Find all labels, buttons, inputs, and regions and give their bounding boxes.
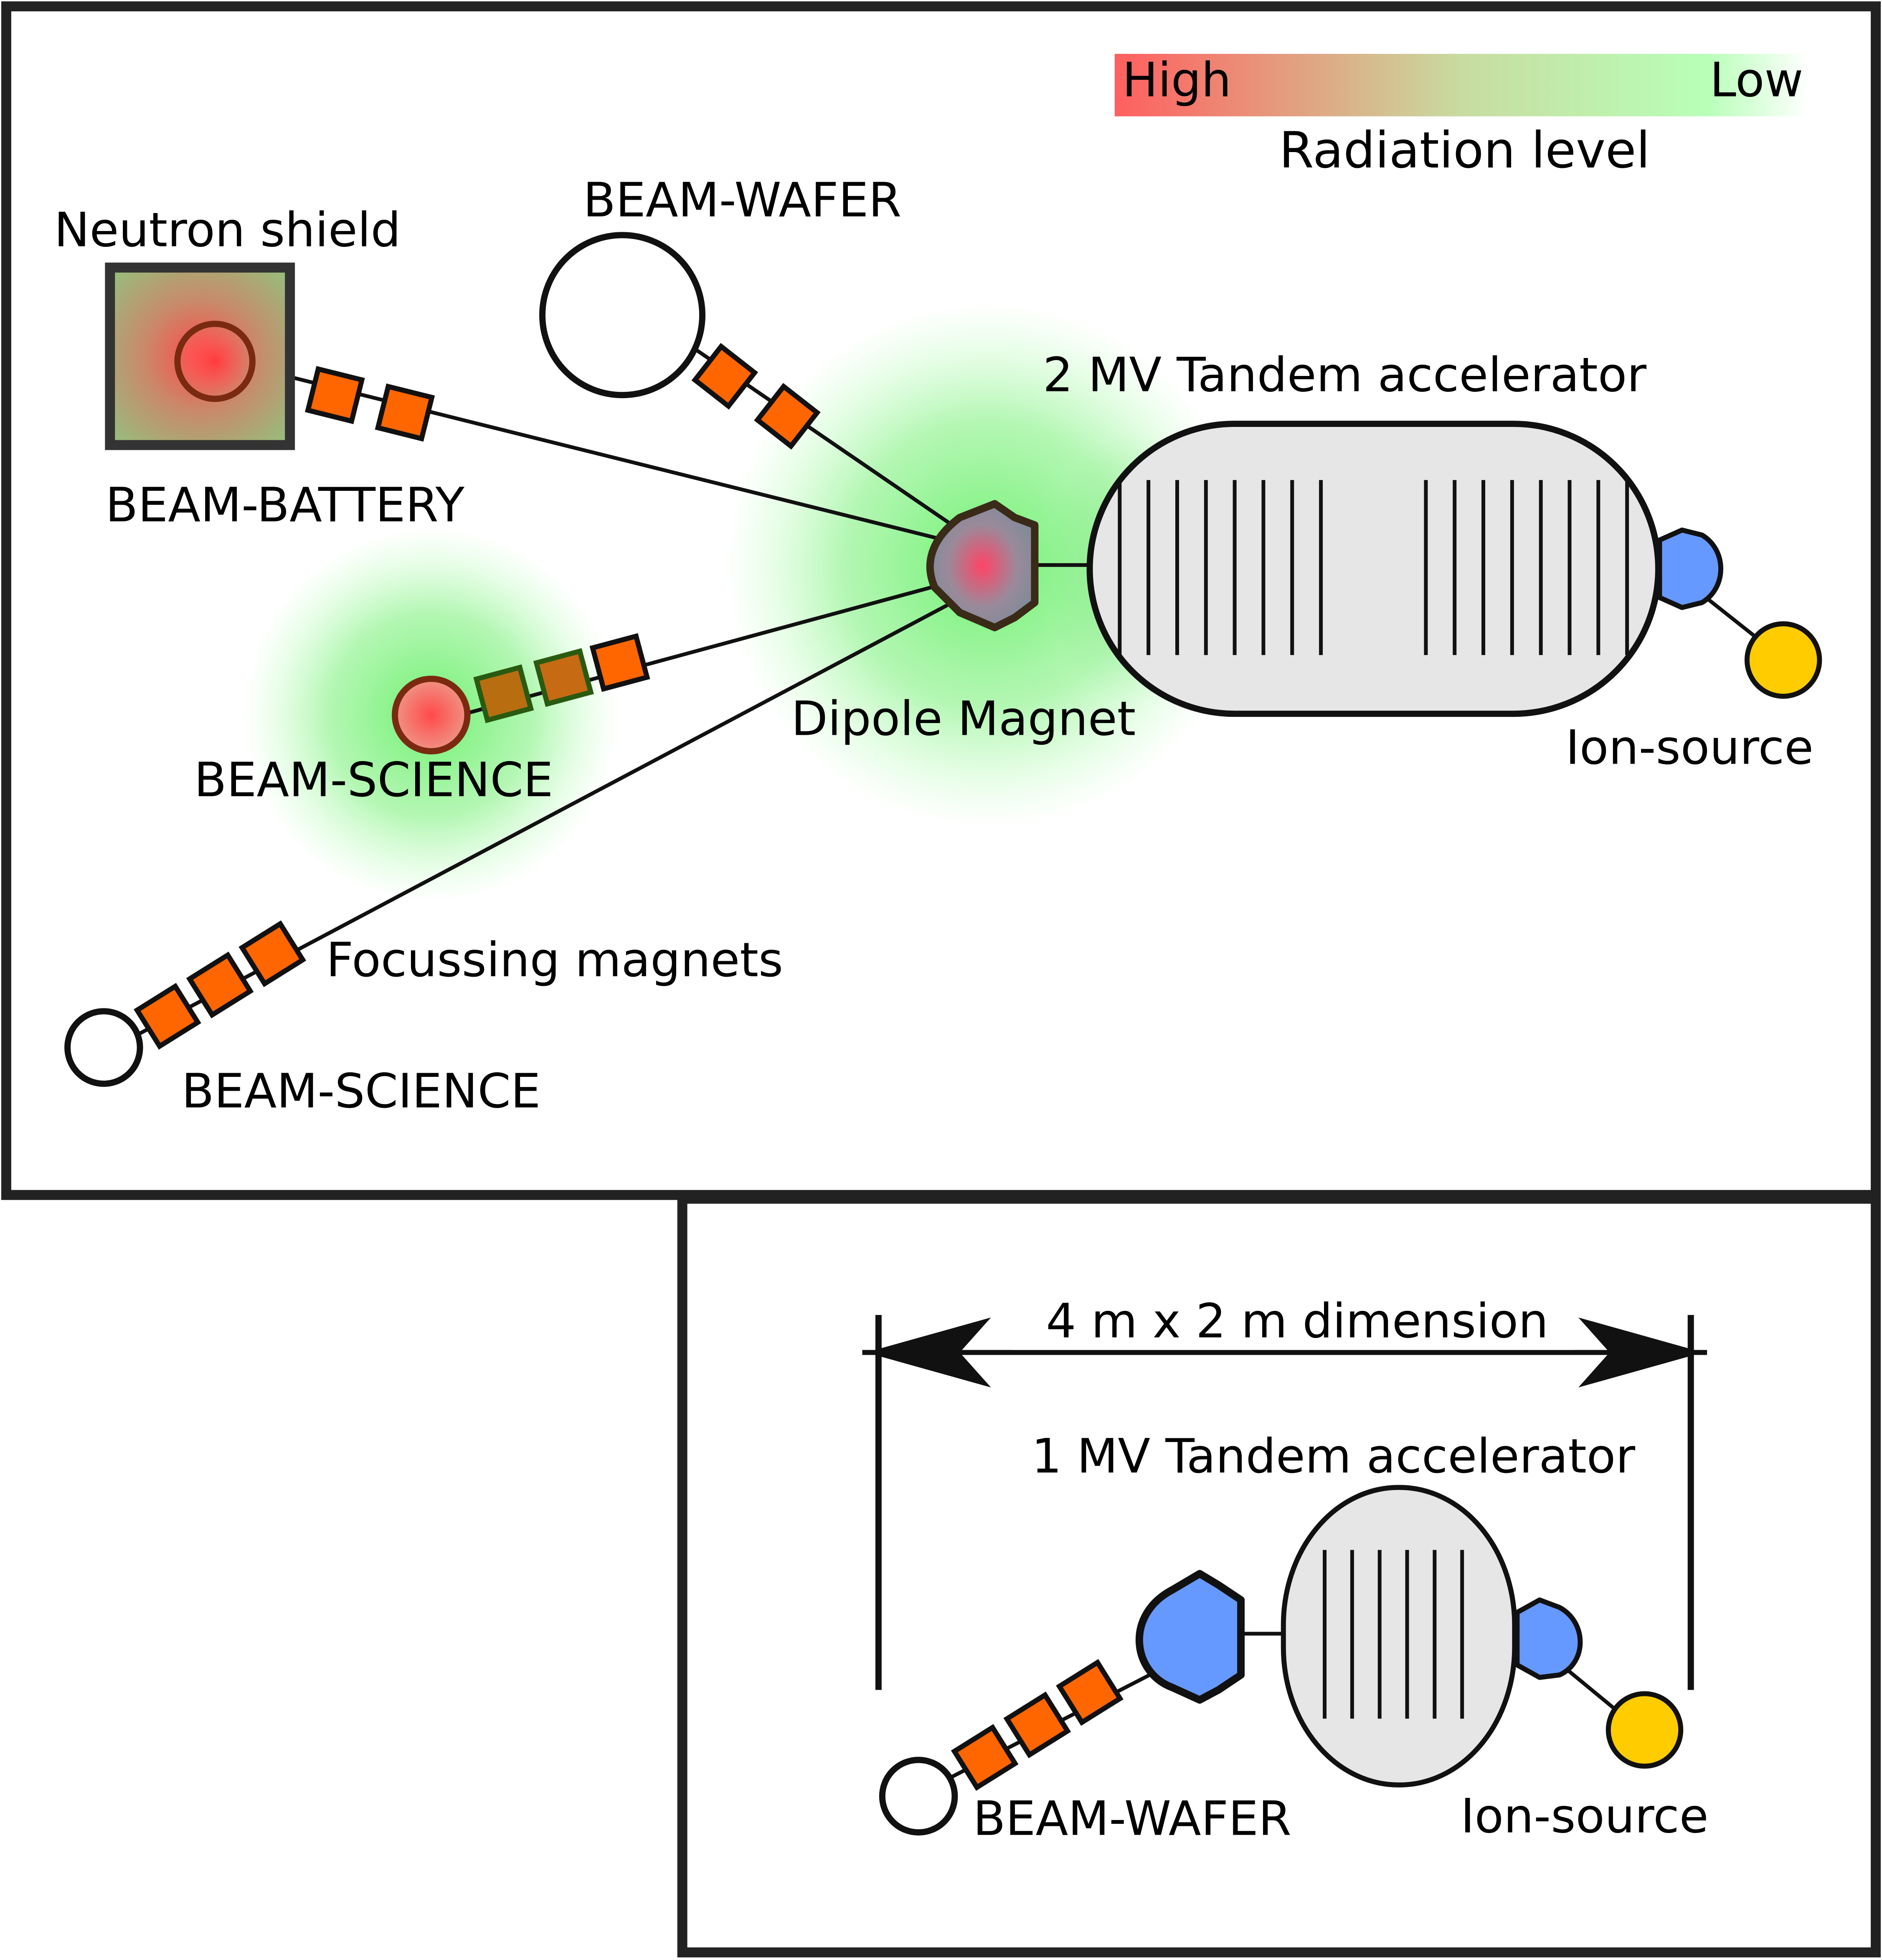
magnet-block — [473, 664, 534, 724]
focusing-magnets-science-lower — [134, 920, 307, 1050]
ion-source-label: Ion-source — [1565, 719, 1814, 775]
accelerator-1mv-tank — [1281, 1485, 1517, 1787]
magnet-block — [951, 1724, 1019, 1791]
beam-science-upper-label: BEAM-SCIENCE — [194, 752, 553, 807]
magnet-block — [238, 920, 307, 988]
bottom-ion-source-bulb — [1606, 1691, 1684, 1769]
legend-low-label: Low — [1710, 52, 1803, 108]
dimension-arrow-right — [1578, 1317, 1704, 1388]
dipole-magnet — [926, 500, 1039, 632]
accelerator-2mv-label: 2 MV Tandem accelerator — [1043, 347, 1647, 403]
neutron-shield — [105, 262, 295, 450]
bottom-ion-source-injector — [1514, 1597, 1583, 1680]
magnet-block — [589, 633, 650, 692]
radiation-legend: High Low Radiation level — [1114, 52, 1810, 180]
dimension-arrow-left — [866, 1317, 991, 1388]
dimension-label-backing — [1012, 1295, 1575, 1350]
magnet-block — [134, 983, 201, 1050]
magnet-block — [533, 648, 594, 707]
beam-wafer-target — [539, 232, 706, 399]
dipole-magnet-label: Dipole Magnet — [791, 691, 1136, 746]
bottom-focusing-magnets — [951, 1659, 1124, 1791]
magnet-block — [754, 383, 821, 450]
ion-source-bulb — [1744, 621, 1822, 699]
focusing-magnets-science-upper — [473, 633, 650, 724]
focusing-magnets-battery — [305, 366, 435, 442]
tandem-accelerator-2mv — [1086, 421, 1661, 717]
beam-science-upper-target — [392, 675, 471, 754]
beam-battery-target — [174, 320, 256, 402]
beam-wafer-label: BEAM-WAFER — [583, 172, 901, 228]
accelerator-1mv-label: 1 MV Tandem accelerator — [1032, 1428, 1636, 1484]
bottom-beam-wafer-target — [879, 1757, 958, 1836]
magnet-block — [1003, 1691, 1071, 1759]
legend-high-label: High — [1122, 52, 1231, 108]
radiation-gradient-bar — [1114, 53, 1810, 117]
bottom-dipole-magnet — [1136, 1570, 1245, 1704]
dimension-indicator — [862, 1315, 1707, 1690]
focusing-magnets-wafer — [691, 343, 821, 450]
magnet-block — [186, 952, 254, 1018]
magnet-block — [375, 383, 435, 442]
beam-science-lower-target — [64, 1008, 143, 1087]
legend-title: Radiation level — [1279, 122, 1650, 180]
magnet-block — [1056, 1659, 1124, 1726]
accelerator-1mv-tubes — [1323, 1550, 1464, 1719]
beam-battery-label: BEAM-BATTERY — [105, 477, 464, 533]
beam-science-lower-label: BEAM-SCIENCE — [182, 1063, 541, 1119]
beamline-battery — [247, 364, 951, 543]
dimension-label: 4 m x 2 m dimension — [1046, 1293, 1548, 1349]
tandem-accelerator-1mv — [1281, 1485, 1517, 1787]
accelerator-tubes-left — [1118, 480, 1323, 655]
focusing-magnets-label: Focussing magnets — [326, 932, 783, 988]
bottom-ion-source-label: Ion-source — [1461, 1788, 1709, 1844]
magnet-block — [305, 366, 365, 424]
magnet-block — [691, 343, 758, 410]
accelerator-tank — [1086, 421, 1661, 717]
neutron-shield-label: Neutron shield — [54, 202, 401, 258]
bottom-beam-wafer-label: BEAM-WAFER — [973, 1791, 1291, 1846]
accelerator-tubes-right — [1424, 480, 1629, 655]
ion-source-injector — [1657, 527, 1724, 610]
